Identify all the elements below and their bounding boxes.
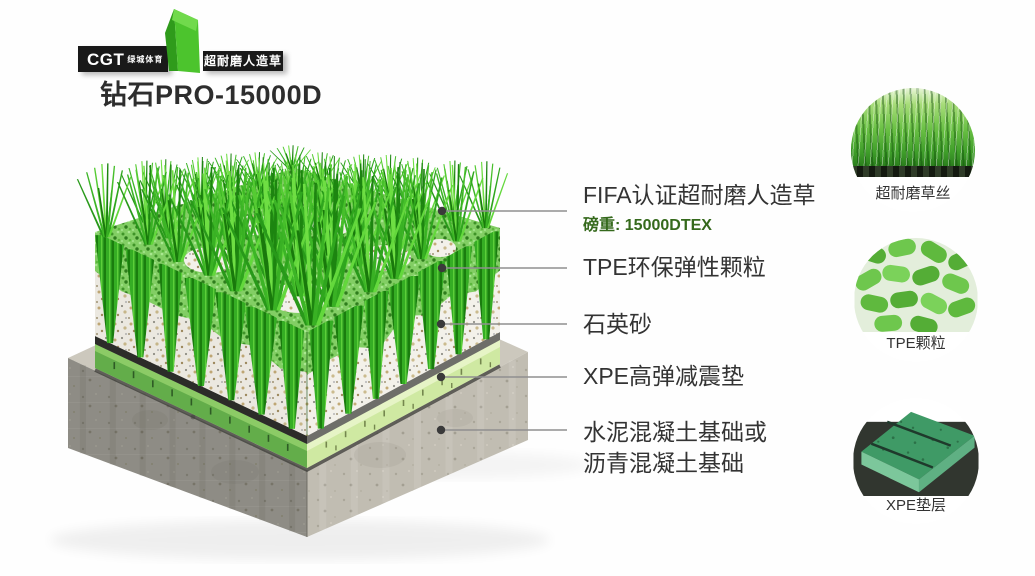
- badge-bar: 超耐磨人造草: [203, 51, 283, 71]
- callout-grass-subtitle: 磅重: 15000DTEX: [583, 217, 712, 234]
- callout-base: 水泥混凝土基础或 沥青混凝土基础: [583, 417, 767, 479]
- thumb-xpe-pad: XPE垫层: [853, 398, 979, 524]
- xpe-pad-layer: [95, 340, 500, 468]
- leader-dot-5: [436, 425, 446, 435]
- product-title: 钻石PRO-15000D: [100, 80, 323, 110]
- callout-xpe-title: XPE高弹减震垫: [583, 363, 745, 389]
- callout-sand-title: 石英砂: [583, 311, 652, 337]
- thumb-tpe-label: TPE颗粒: [886, 335, 946, 352]
- callout-grass: FIFA认证超耐磨人造草 磅重: 15000DTEX: [583, 183, 816, 235]
- leader-dot-2: [437, 263, 447, 273]
- leaf-icon: [165, 9, 200, 73]
- leader-dot-1: [437, 206, 447, 216]
- leader-dot-3: [436, 319, 446, 329]
- xpe-pad-photo: [853, 398, 979, 497]
- sand-section: [95, 228, 500, 436]
- thumb-tpe-granules: TPE颗粒: [854, 238, 978, 362]
- logo-subtext: 绿城体育: [127, 54, 164, 64]
- callout-tpe-title: TPE环保弹性颗粒: [583, 254, 766, 280]
- turf-backing-layer: [95, 332, 500, 444]
- leader-dot-4: [436, 372, 446, 382]
- callout-sand: 石英砂: [583, 312, 652, 337]
- logo-text: CGT: [87, 49, 125, 69]
- logo-bar: CGT 绿城体育: [78, 46, 168, 72]
- tpe-granules-photo: [854, 238, 978, 333]
- callout-grass-title: FIFA认证超耐磨人造草: [583, 182, 816, 208]
- badge-label: 超耐磨人造草: [203, 54, 282, 68]
- leader-lines: [436, 206, 567, 435]
- callout-xpe: XPE高弹减震垫: [583, 364, 744, 389]
- grass-fiber-photo: [851, 88, 975, 178]
- thumb-grass-fiber: 超耐磨草丝: [851, 88, 975, 212]
- thumb-xpe-label: XPE垫层: [885, 497, 946, 514]
- callout-base-title: 水泥混凝土基础或: [583, 419, 767, 445]
- callout-base-title2: 沥青混凝土基础: [583, 450, 744, 476]
- thumb-grass-label: 超耐磨草丝: [875, 185, 951, 202]
- callout-tpe: TPE环保弹性颗粒: [583, 255, 766, 280]
